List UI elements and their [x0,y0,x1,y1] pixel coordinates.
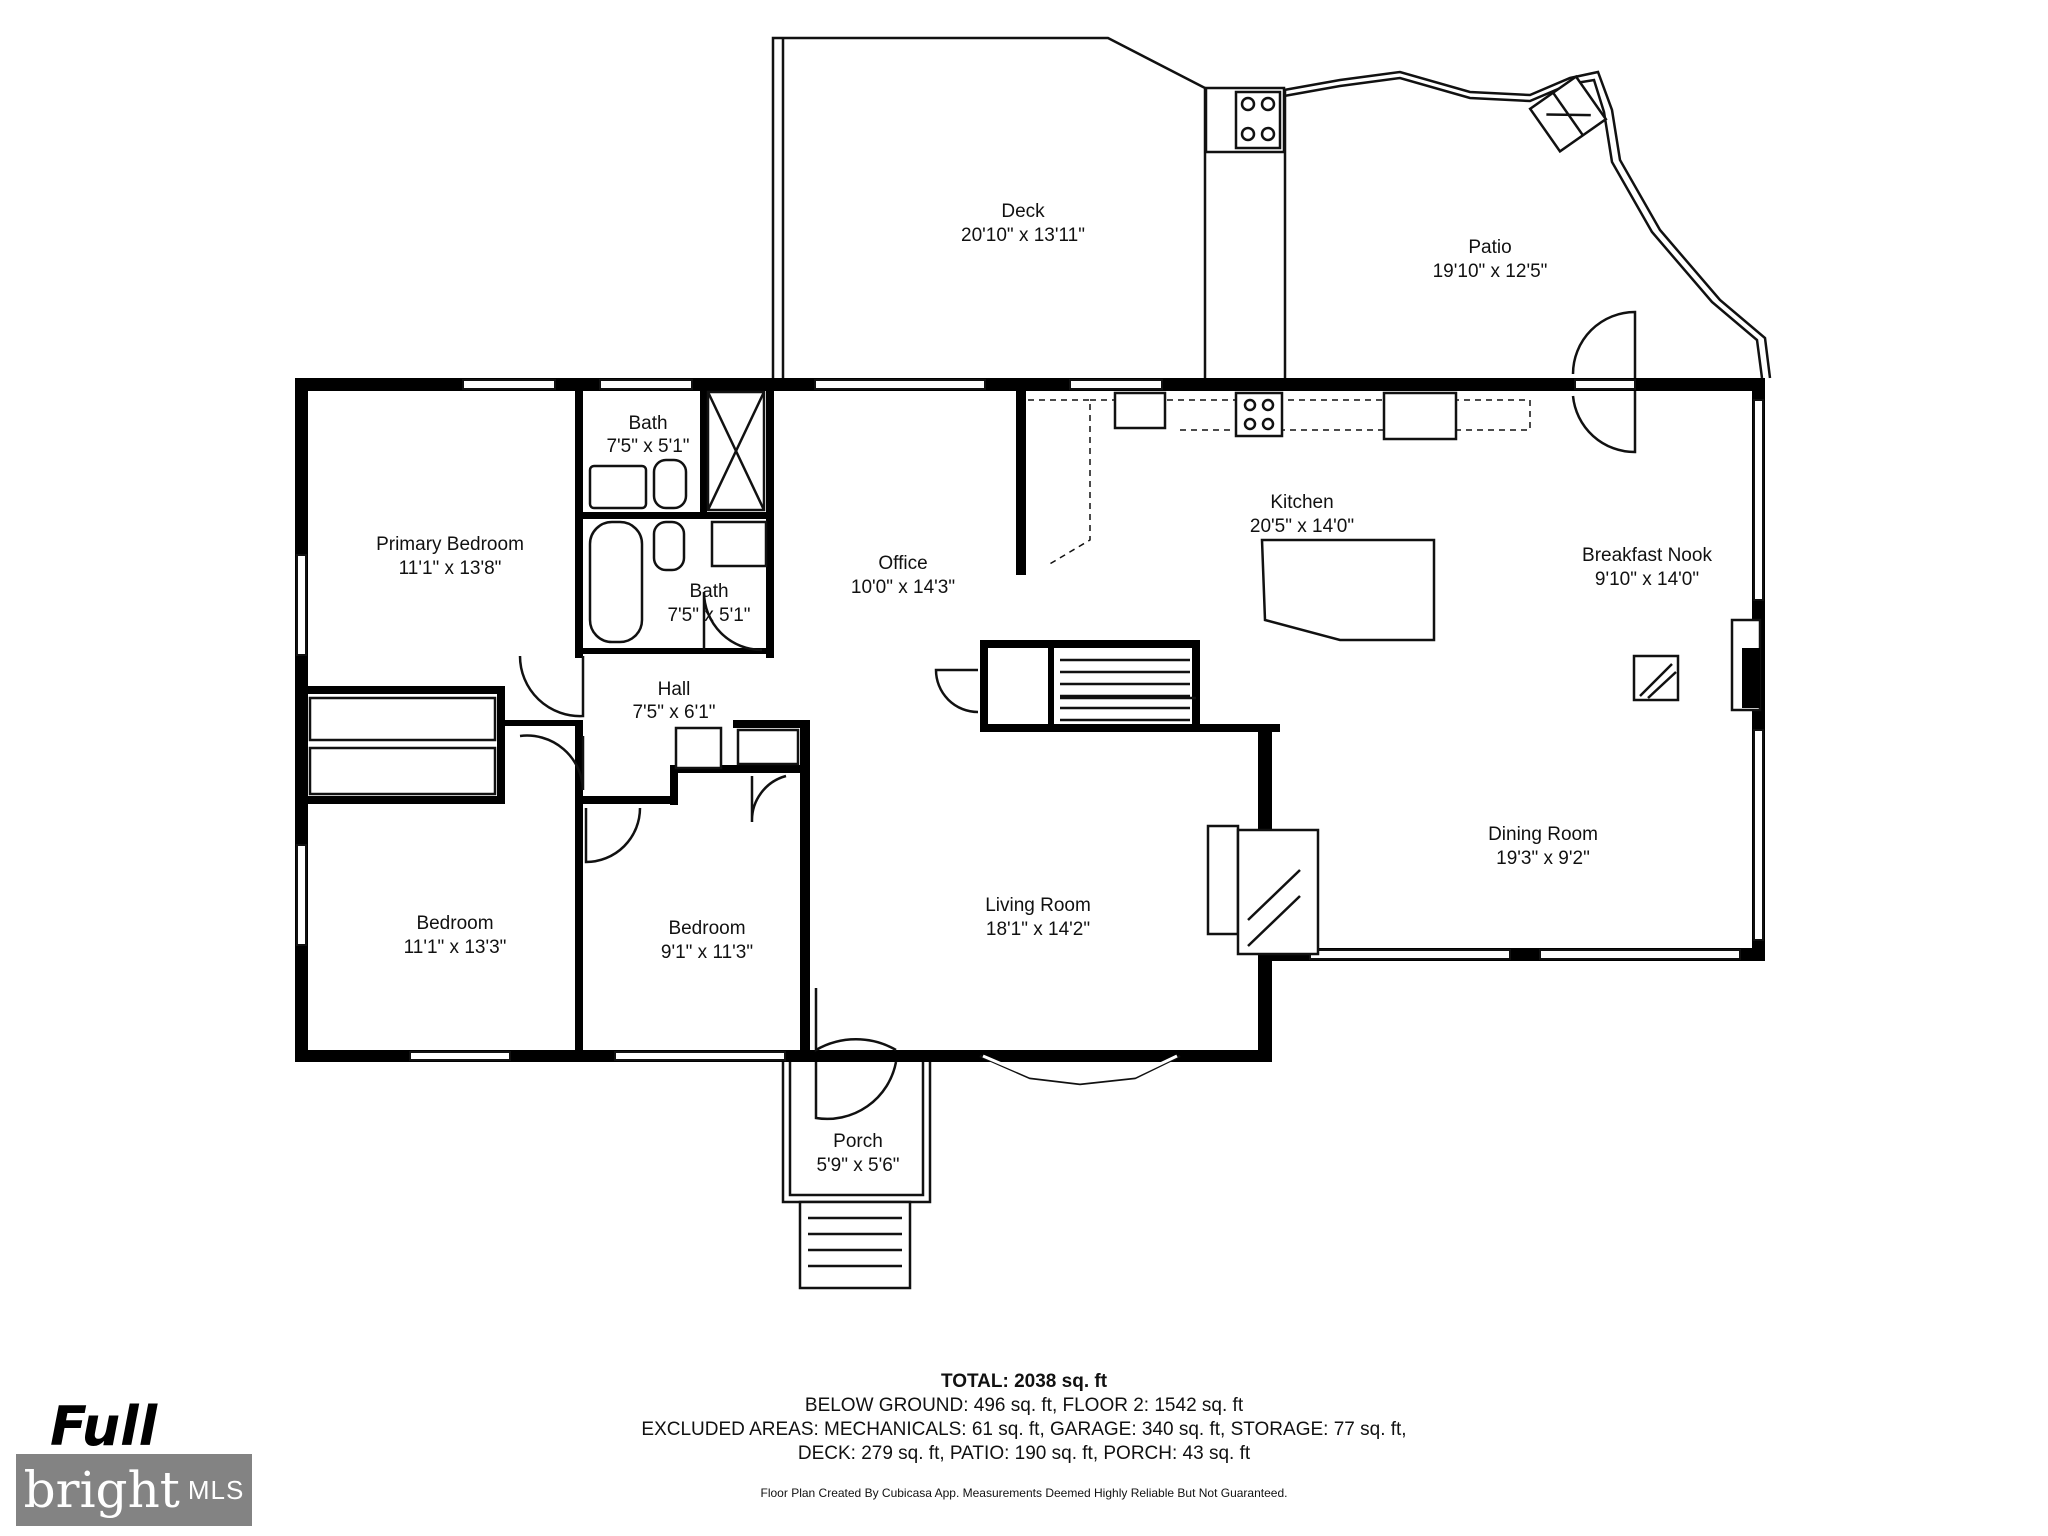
hall-label: Hall [658,679,691,700]
breakfast-nook-dims: 9'10" x 14'0" [1595,569,1699,590]
summary-line-2: EXCLUDED AREAS: MECHANICALS: 61 sq. ft, … [641,1419,1407,1440]
living-room-label: Living Room [985,895,1091,916]
breakfast-nook-label: Breakfast Nook [1582,545,1712,566]
patio-label: Patio [1468,237,1511,258]
kitchen-dims: 20'5" x 14'0" [1250,516,1354,537]
bbq-grill [1204,86,1286,154]
primary-bedroom-dims: 11'1" x 13'8" [399,558,502,579]
dining-room-label: Dining Room [1488,824,1598,845]
fireplaces [1206,618,1762,956]
summary-line-1: BELOW GROUND: 496 sq. ft, FLOOR 2: 1542 … [804,1395,1244,1416]
bright-mls-logo: bright MLS [16,1454,252,1526]
interior-walls [295,378,1280,1062]
kitchen-counters [1028,391,1531,642]
bedroom-left-dims: 11'1" x 13'3" [404,937,507,958]
door-swings [518,591,979,1121]
office-label: Office [878,553,927,574]
kitchen-label: Kitchen [1270,492,1333,513]
stairs [1060,658,1196,722]
room-labels: Deck 20'10" x 13'11" Patio 19'10" x 12'5… [376,201,1712,1176]
patio-outline [1283,70,1772,379]
primary-bedroom-label: Primary Bedroom [376,534,524,555]
svg-text:Full: Full [50,1395,159,1458]
bath-mid-label: Bath [689,581,728,602]
hall-dims: 7'5" x 6'1" [632,702,715,723]
dining-room-dims: 19'3" x 9'2" [1496,848,1590,869]
bay-window [979,1054,1181,1086]
porch-outline [781,1062,932,1290]
bedroom-mid-dims: 9'1" x 11'3" [661,942,753,963]
deck-label: Deck [1001,201,1045,222]
right-windows [1753,399,1764,941]
bedroom-mid-label: Bedroom [668,918,745,939]
patio-chairs [1528,74,1608,154]
porch-label: Porch [833,1131,883,1152]
office-dims: 10'0" x 14'3" [851,577,955,598]
summary-line-3: DECK: 279 sq. ft, PATIO: 190 sq. ft, POR… [797,1443,1251,1464]
patio-dims: 19'10" x 12'5" [1433,261,1548,282]
patio-door-swing [1571,310,1637,454]
bath-mid-dims: 7'5" x 5'1" [667,605,750,626]
bedroom-left-label: Bedroom [416,913,493,934]
closets [308,696,800,796]
left-windows [296,554,307,946]
bath-fixtures [588,390,768,644]
porch-dims: 5'9" x 5'6" [816,1155,899,1176]
total-area: TOTAL: 2038 sq. ft [940,1371,1108,1392]
bottom-windows [409,1051,786,1061]
bath-top-dims: 7'5" x 5'1" [606,436,689,457]
mls-suffix: MLS [187,1474,245,1505]
mls-brand: bright [23,1461,180,1519]
credit-note: Floor Plan Created By Cubicasa App. Meas… [760,1486,1288,1500]
deck-dims: 20'10" x 13'11" [961,225,1085,246]
top-windows [462,379,1636,390]
living-room-dims: 18'1" x 14'2" [986,919,1090,940]
area-summary: TOTAL: 2038 sq. ft BELOW GROUND: 496 sq.… [0,1370,2048,1466]
bath-top-label: Bath [628,413,667,434]
